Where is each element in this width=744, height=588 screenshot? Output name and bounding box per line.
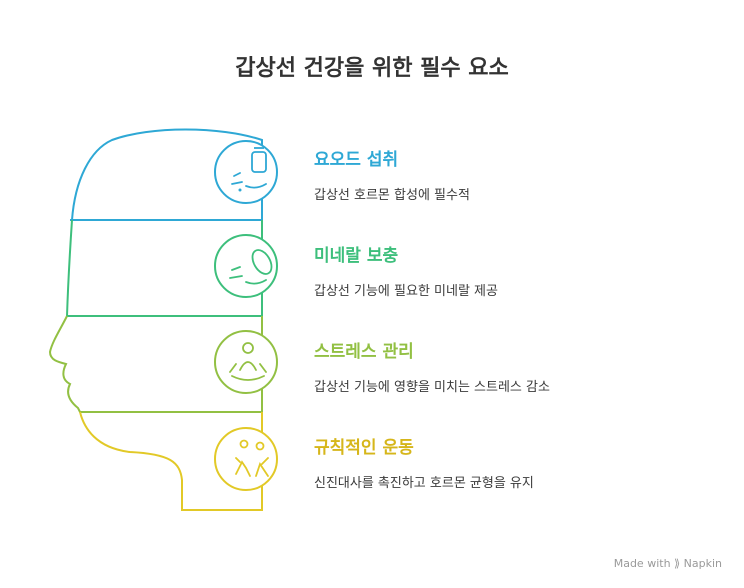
page-title: 갑상선 건강을 위한 필수 요소: [235, 56, 509, 81]
head-segment-3: [48, 315, 263, 413]
head-segment-1: [71, 128, 263, 221]
item-desc-4: 신진대사를 촉진하고 호르몬 균형을 유지: [314, 476, 534, 491]
head-segment-4: [79, 411, 263, 511]
nut-icon: [214, 234, 278, 298]
item-title-1: 요오드 섭취: [314, 150, 399, 170]
item-title-3: 스트레스 관리: [314, 342, 414, 362]
watermark: Made with ⟫ Napkin: [613, 557, 722, 570]
item-desc-1: 갑상선 호르몬 합성에 필수적: [314, 188, 470, 203]
milk-icon: [214, 140, 278, 204]
hiking-icon: [214, 427, 278, 491]
meditation-icon: [214, 330, 278, 394]
item-title-2: 미네랄 보충: [314, 246, 399, 266]
head-segment-2: [65, 219, 263, 317]
item-title-4: 규칙적인 운동: [314, 438, 414, 458]
item-desc-3: 갑상선 기능에 영향을 미치는 스트레스 감소: [314, 380, 550, 395]
item-desc-2: 갑상선 기능에 필요한 미네랄 제공: [314, 284, 498, 299]
